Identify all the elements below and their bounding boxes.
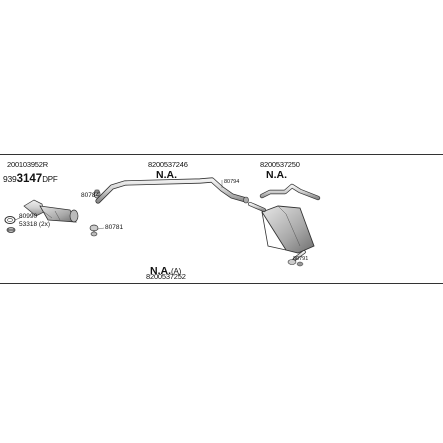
gasket-ring-icon — [4, 216, 16, 224]
front-pipe-status-suffix: (A) — [171, 267, 182, 276]
dpf-part-label: 9393147DPF — [3, 170, 58, 186]
hanger-tiny-label: 80791 — [293, 256, 309, 262]
rear-muffler-part — [247, 183, 321, 265]
gasket-80990-label: 80990 — [19, 213, 38, 220]
clamp-80781-icon — [89, 224, 99, 237]
part-number-label: 200103952R — [7, 160, 48, 169]
intermediate-pipe-part — [95, 177, 249, 204]
dpf-prefix: 939 — [3, 174, 17, 184]
front-pipe-status: N.A.(A) — [150, 262, 181, 278]
clamp-53318-label: 53318 (2x) — [19, 221, 51, 228]
clamp-80781-label: 80781 — [105, 224, 124, 231]
front-pipe-part-number: 8200537252 — [146, 272, 186, 281]
intermediate-pipe-status: N.A. — [156, 169, 177, 181]
dpf-number: 3147 — [16, 173, 43, 185]
front-pipe-status-text: N.A. — [150, 265, 171, 277]
intermediate-pipe-part-number: 8200537246 — [148, 160, 188, 169]
hanger-bracket-icon — [296, 261, 304, 267]
dpf-suffix: DPF — [42, 175, 58, 184]
clamp-icon — [6, 227, 16, 233]
dpf-catalyst-part — [23, 199, 79, 223]
clamp-80784-icon — [93, 189, 101, 199]
exhaust-system-drawing — [4, 177, 321, 267]
exhaust-diagram-panel: 200103952R 9393147DPF 8200537246 N.A. 82… — [0, 154, 443, 284]
bracket-tiny-label: 80794 — [224, 179, 240, 185]
top-rule — [0, 154, 443, 155]
bottom-rule — [0, 283, 443, 284]
rear-muffler-status: N.A. — [266, 169, 287, 181]
clamp-80784-label: 80784 — [81, 192, 100, 199]
rear-muffler-part-number: 8200537250 — [260, 160, 300, 169]
